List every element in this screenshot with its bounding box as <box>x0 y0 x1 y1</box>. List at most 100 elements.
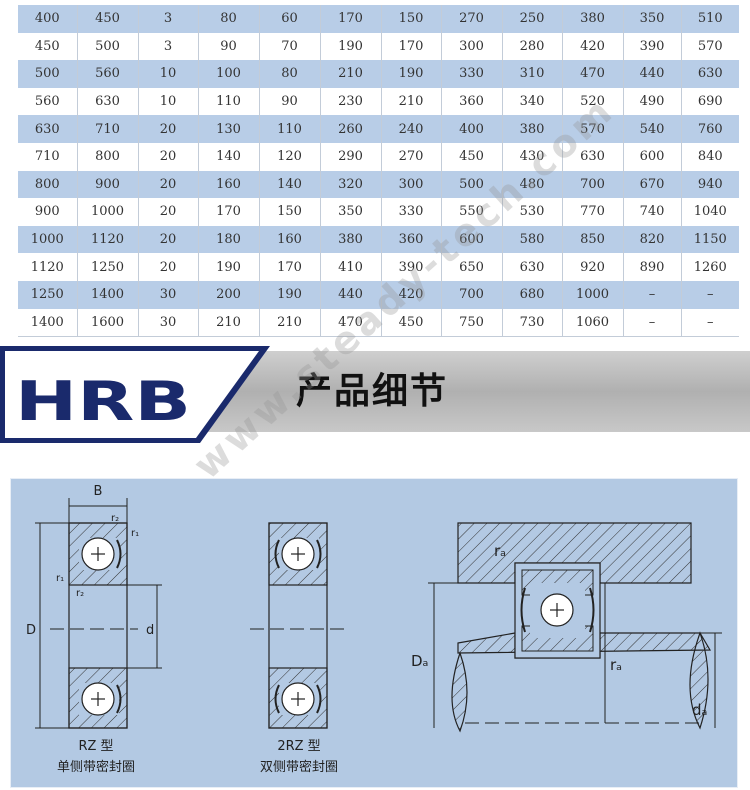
table-cell: – <box>622 308 681 338</box>
rz-type-label: RZ 型 <box>78 739 113 754</box>
bearing-diagram: B D d r₂ r₁ r₁ r₂ RZ 型 单侧带密封圈 <box>10 478 738 788</box>
table-cell: 100 <box>197 60 259 88</box>
table-cell: 230 <box>319 87 381 116</box>
table-cell: 300 <box>440 32 502 61</box>
table-cell: 20 <box>137 225 198 254</box>
table-cell: 1250 <box>18 280 77 309</box>
label-r2-side: r₂ <box>76 588 84 599</box>
table-cell: 920 <box>561 253 623 281</box>
table-cell: 630 <box>501 253 562 281</box>
table-cell: 190 <box>319 32 381 61</box>
table-cell: 890 <box>622 253 681 281</box>
table-cell: 440 <box>622 60 681 88</box>
table-cell: 380 <box>561 5 623 33</box>
table-cell: 3 <box>137 5 198 33</box>
table-cell: 420 <box>561 32 623 61</box>
table-cell: 630 <box>680 60 739 88</box>
table-cell: 740 <box>622 198 681 226</box>
table-cell: 900 <box>18 198 77 226</box>
table-cell: 190 <box>197 253 259 281</box>
table-cell: 120 <box>258 142 320 171</box>
table-cell: 700 <box>561 170 623 199</box>
table-cell: 20 <box>137 142 198 171</box>
table-cell: 290 <box>319 142 381 171</box>
table-cell: 330 <box>380 198 441 226</box>
label-ra-top: rₐ <box>494 542 506 560</box>
table-cell: – <box>680 308 739 338</box>
table-cell: 110 <box>258 115 320 143</box>
table-cell: 90 <box>197 32 259 61</box>
table-cell: 150 <box>258 198 320 226</box>
label-Da: Dₐ <box>411 652 428 670</box>
label-D: D <box>26 623 36 638</box>
table-cell: 900 <box>76 170 138 199</box>
table-cell: 630 <box>561 142 623 171</box>
table-cell: 800 <box>18 170 77 199</box>
table-cell: 600 <box>622 142 681 171</box>
table-cell: 680 <box>501 280 562 309</box>
table-cell: 450 <box>76 5 138 33</box>
table-cell: 450 <box>380 308 441 338</box>
table-cell: 1150 <box>680 225 739 254</box>
table-cell: 560 <box>76 60 138 88</box>
hrb-logo: HRB <box>15 370 191 433</box>
table-cell: 540 <box>622 115 681 143</box>
table-cell: 210 <box>258 308 320 338</box>
table-cell: 1000 <box>18 225 77 254</box>
table-cell: 940 <box>680 170 739 199</box>
2rz-type-label: 2RZ 型 <box>277 739 320 754</box>
section-banner: HRB <box>0 346 750 443</box>
table-cell: 80 <box>197 5 259 33</box>
table-cell: 390 <box>380 253 441 281</box>
label-r2-top: r₂ <box>111 513 119 524</box>
table-cell: 1120 <box>18 253 77 281</box>
label-r1-top: r₁ <box>131 528 139 539</box>
table-cell: 270 <box>380 142 441 171</box>
label-ra-mid: rₐ <box>610 656 622 674</box>
mounting-diagram: Dₐ dₐ rₐ rₐ <box>411 522 722 733</box>
table-cell: 150 <box>380 5 441 33</box>
table-cell: 350 <box>319 198 381 226</box>
table-cell: 490 <box>622 87 681 116</box>
table-cell: 410 <box>319 253 381 281</box>
table-cell: 1060 <box>561 308 623 338</box>
table-cell: 1000 <box>76 198 138 226</box>
table-cell: 840 <box>680 142 739 171</box>
table-cell: 110 <box>197 87 259 116</box>
table-cell: 170 <box>380 32 441 61</box>
table-cell: 750 <box>440 308 502 338</box>
table-cell: 630 <box>76 87 138 116</box>
table-cell: 470 <box>561 60 623 88</box>
table-cell: 670 <box>622 170 681 199</box>
table-cell: 240 <box>380 115 441 143</box>
table-cell: 340 <box>501 87 562 116</box>
table-cell: 1400 <box>76 280 138 309</box>
table-cell: 420 <box>380 280 441 309</box>
table-cell: 30 <box>137 280 198 309</box>
table-cell: 850 <box>561 225 623 254</box>
table-cell: 190 <box>380 60 441 88</box>
table-cell: 210 <box>380 87 441 116</box>
rz-bearing-figure: B D d r₂ r₁ r₁ r₂ RZ 型 单侧带密封圈 <box>26 484 162 775</box>
table-cell: 320 <box>319 170 381 199</box>
table-cell: 600 <box>440 225 502 254</box>
table-cell: 260 <box>319 115 381 143</box>
table-cell: 70 <box>258 32 320 61</box>
table-cell: 560 <box>18 87 77 116</box>
table-cell: 170 <box>319 5 381 33</box>
table-cell: 570 <box>561 115 623 143</box>
table-cell: 1000 <box>561 280 623 309</box>
table-cell: 330 <box>440 60 502 88</box>
table-cell: 380 <box>501 115 562 143</box>
table-cell: 170 <box>258 253 320 281</box>
table-cell: 1260 <box>680 253 739 281</box>
